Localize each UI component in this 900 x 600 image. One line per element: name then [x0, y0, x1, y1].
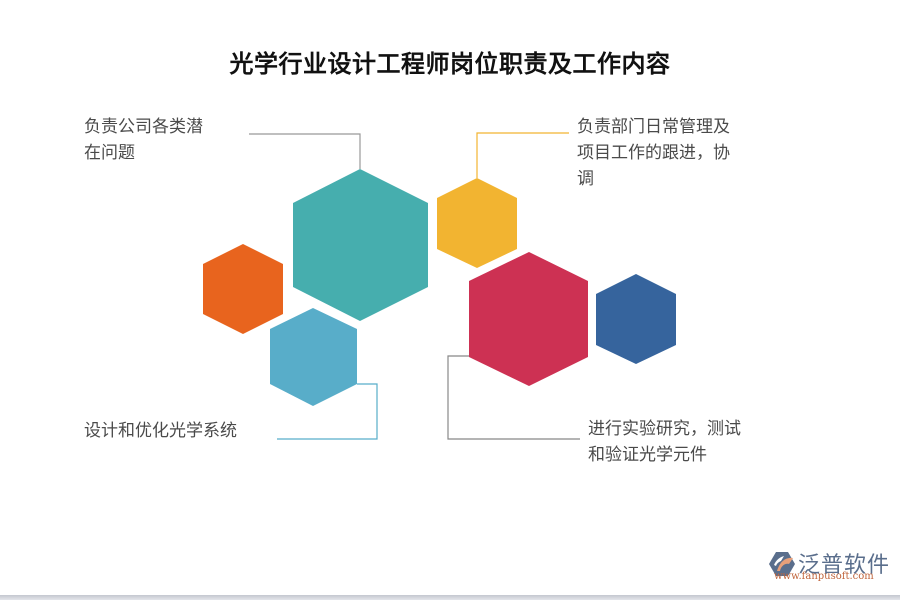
hexagon-light-blue [270, 308, 357, 406]
fanpu-logo-icon [769, 552, 795, 576]
label-bottom-left: 设计和优化光学系统 [84, 418, 237, 444]
logo-name: 泛普软件 [798, 553, 891, 578]
label-line: 调 [577, 169, 594, 189]
logo-url: www.fanpusoft.com [774, 571, 874, 582]
page-title: 光学行业设计工程师岗位职责及工作内容 [229, 50, 671, 78]
label-top-right: 负责部门日常管理及 项目工作的跟进，协 调 [577, 114, 730, 192]
hexagon-red [469, 252, 588, 386]
hexagon-teal [293, 169, 428, 321]
hexagon-orange [203, 244, 283, 334]
brand-logo: 泛普软件 www.fanpusoft.com [768, 549, 893, 583]
hexagon-yellow [437, 178, 517, 268]
bottom-border [0, 595, 900, 600]
connector-top-left [249, 133, 361, 169]
label-line: 在问题 [84, 143, 135, 163]
label-line: 项目工作的跟进，协 [577, 143, 730, 163]
label-top-left: 负责公司各类潜 在问题 [84, 114, 203, 166]
connector-bottom-right [447, 355, 580, 440]
label-line: 进行实验研究，测试 [588, 419, 741, 439]
hexagon-blue [596, 274, 676, 364]
label-line: 负责公司各类潜 [84, 117, 203, 137]
label-line: 负责部门日常管理及 [577, 117, 730, 137]
connector-bottom-left [277, 383, 378, 440]
label-line: 和验证光学元件 [588, 445, 707, 465]
connector-top-right [476, 132, 569, 178]
label-bottom-right: 进行实验研究，测试 和验证光学元件 [588, 416, 741, 468]
label-line: 设计和优化光学系统 [84, 421, 237, 441]
